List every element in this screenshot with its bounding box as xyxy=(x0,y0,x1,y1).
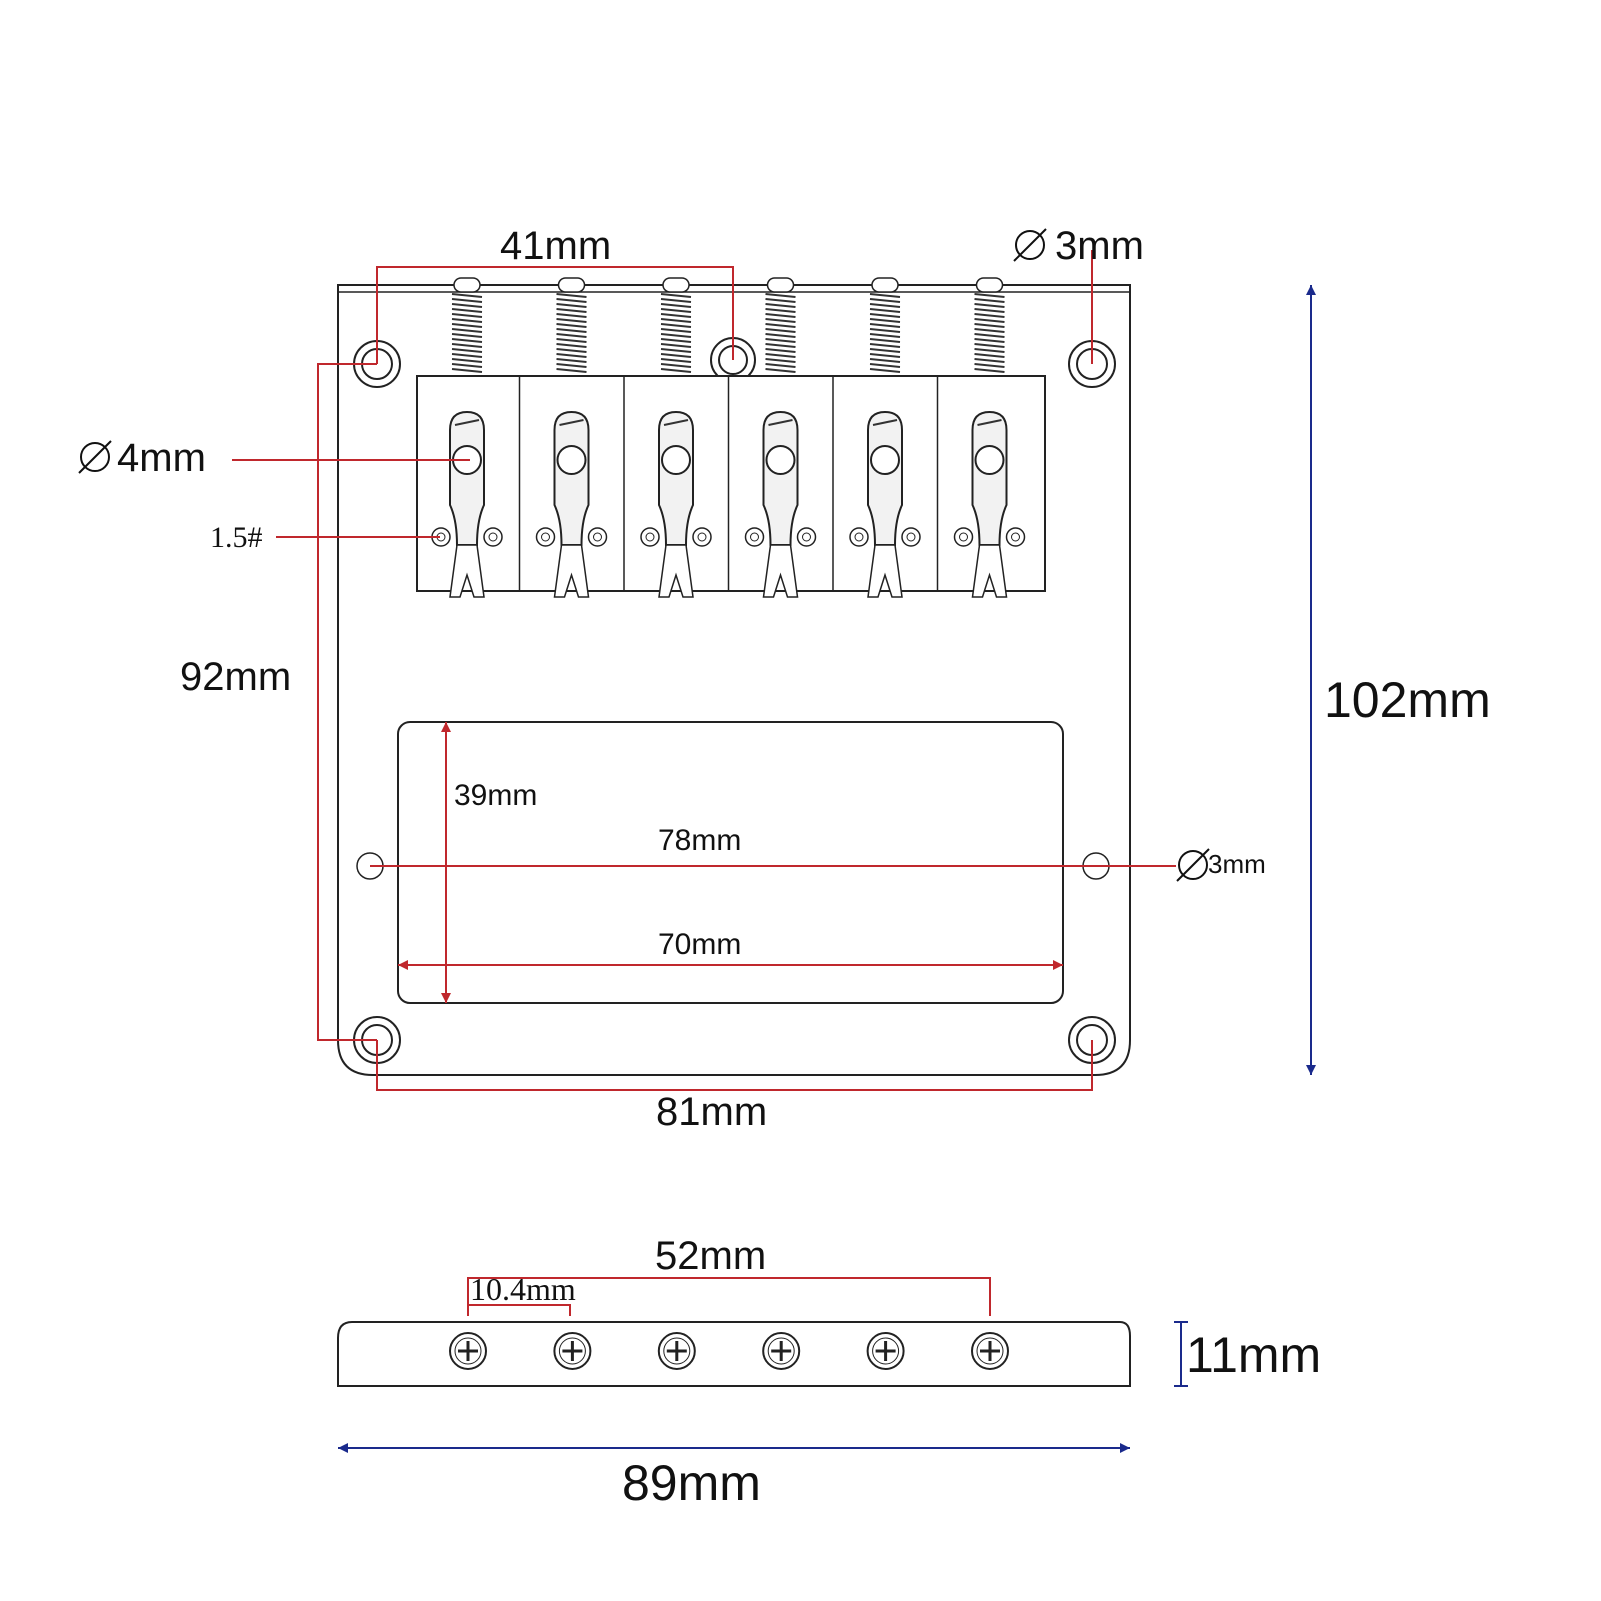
phillips-screw-icon xyxy=(657,1332,696,1370)
saddle-6 xyxy=(936,277,1026,598)
dim-line-10-4mm xyxy=(467,1304,571,1316)
height-screw-right-socket xyxy=(593,532,602,542)
label-70mm: 70mm xyxy=(658,928,741,961)
arrow-39mm-top xyxy=(441,722,451,732)
intonation-screw-head xyxy=(871,277,899,293)
saddle-tail xyxy=(658,544,694,598)
label-10-4mm: 10.4mm xyxy=(470,1271,576,1307)
saddles-group xyxy=(431,277,1026,598)
arrow-70mm-left xyxy=(398,960,408,970)
phillips-screw-icon xyxy=(553,1332,592,1370)
phillips-screw-icon xyxy=(449,1332,487,1370)
label-hole-side-right: 3mm xyxy=(1208,849,1266,879)
phillips-screw-icon xyxy=(971,1332,1009,1370)
height-screw-right-socket xyxy=(488,532,498,542)
height-screw-left-socket xyxy=(959,532,968,542)
intonation-spring xyxy=(974,293,1005,373)
saddle-slot xyxy=(768,419,793,426)
saddle-body xyxy=(762,410,799,546)
diameter-icon xyxy=(1013,228,1047,262)
saddle-4 xyxy=(727,277,817,598)
string-hole xyxy=(556,445,587,475)
dim-line-41mm xyxy=(376,266,734,364)
saddle-tail xyxy=(449,544,485,598)
saddle-3 xyxy=(623,277,712,598)
saddle-slot xyxy=(977,419,1002,426)
arrow-39mm-bottom xyxy=(441,993,451,1003)
intonation-spring xyxy=(556,293,587,373)
saddle-screws-group xyxy=(449,1332,1009,1370)
saddle-slot xyxy=(559,419,584,426)
dim-line-81mm xyxy=(376,1040,1093,1091)
height-screw-right-socket xyxy=(906,532,916,542)
saddle-tail xyxy=(971,544,1008,598)
label-52mm: 52mm xyxy=(655,1234,766,1278)
label-102mm: 102mm xyxy=(1324,672,1491,728)
string-hole xyxy=(974,445,1005,475)
intonation-screw-head xyxy=(662,277,690,293)
bridge-side-profile xyxy=(337,1321,1131,1387)
label-11mm: 11mm xyxy=(1186,1327,1321,1383)
string-hole xyxy=(765,445,796,475)
height-screw-left-socket xyxy=(645,532,655,542)
saddle-body xyxy=(553,410,590,546)
intonation-spring xyxy=(660,293,692,373)
saddle-body xyxy=(867,410,903,546)
intonation-spring xyxy=(451,293,483,373)
label-78mm: 78mm xyxy=(658,824,741,857)
height-screw-left-socket xyxy=(854,532,864,542)
saddle-tail xyxy=(762,544,799,598)
dim-line-92mm xyxy=(317,363,377,1041)
saddle-1 xyxy=(431,277,503,598)
height-screw-left-socket xyxy=(750,532,759,542)
intonation-screw-head xyxy=(557,277,586,293)
arrow-102mm-bottom xyxy=(1306,1065,1316,1075)
label-39mm: 39mm xyxy=(454,779,537,812)
height-screw-right-socket xyxy=(1011,532,1020,542)
intonation-screw-head xyxy=(766,277,795,293)
label-81mm: 81mm xyxy=(656,1090,767,1134)
saddle-slot xyxy=(454,419,480,426)
arrow-102mm-top xyxy=(1306,285,1316,295)
saddle-tail xyxy=(553,544,590,598)
intonation-screw-head xyxy=(975,277,1004,293)
intonation-screw-head xyxy=(453,277,481,293)
dim-line-52mm xyxy=(467,1277,991,1316)
diameter-icon xyxy=(78,440,112,474)
phillips-screw-icon xyxy=(762,1332,801,1370)
intonation-spring xyxy=(765,293,796,373)
saddle-2 xyxy=(518,277,608,598)
string-hole xyxy=(870,445,900,475)
diameter-icon xyxy=(1176,848,1210,882)
saddle-tail xyxy=(867,544,903,598)
arrow-70mm-right xyxy=(1053,960,1063,970)
label-92mm: 92mm xyxy=(180,655,291,699)
saddle-slot xyxy=(663,419,689,426)
label-1-5: 1.5# xyxy=(210,521,263,554)
saddle-body xyxy=(449,410,485,546)
arrow-89mm-right xyxy=(1120,1443,1130,1453)
arrow-89mm-left xyxy=(338,1443,348,1453)
saddle-5 xyxy=(832,277,921,598)
label-hole-top-right: 3mm xyxy=(1055,224,1144,268)
phillips-screw-icon xyxy=(866,1332,905,1370)
height-screw-right-socket xyxy=(802,532,811,542)
string-hole xyxy=(661,445,691,475)
label-89mm: 89mm xyxy=(622,1455,761,1511)
pickup-cavity xyxy=(397,721,1064,1004)
intonation-spring xyxy=(869,293,901,373)
label-41mm: 41mm xyxy=(500,224,611,268)
height-screw-right-socket xyxy=(697,532,707,542)
saddle-block xyxy=(416,375,1046,592)
height-screw-left-socket xyxy=(541,532,550,542)
saddle-slot xyxy=(872,419,898,426)
saddle-body xyxy=(658,410,694,546)
label-4mm: 4mm xyxy=(117,436,206,480)
saddle-body xyxy=(971,410,1008,546)
